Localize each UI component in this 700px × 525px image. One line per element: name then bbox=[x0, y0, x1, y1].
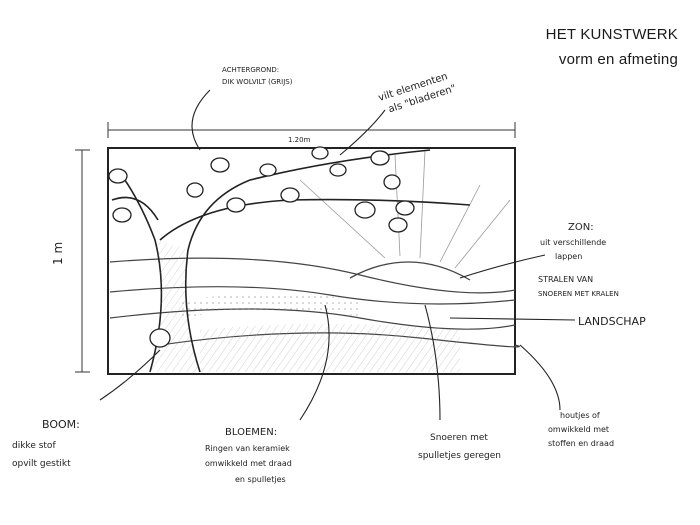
houtjes-line-3: stoffen en draad bbox=[548, 439, 614, 448]
bloemen-title: BLOEMEN: bbox=[225, 427, 277, 438]
annotation-achtergrond: ACHTERGROND: DIK WOLVILT (GRIJS) bbox=[222, 66, 293, 86]
title-line-2: vorm en afmeting bbox=[558, 51, 678, 68]
page-title: HET KUNSTWERK vorm en afmeting bbox=[546, 22, 678, 72]
leader-lines bbox=[99, 89, 576, 421]
annotation-boom: BOOM: dikke stof opvilt gestikt bbox=[12, 418, 80, 469]
annotation-bloemen: BLOEMEN: Ringen van keramiek omwikkeld m… bbox=[205, 427, 292, 484]
annotation-snoeren: Snoeren met spulletjes geregen bbox=[418, 433, 501, 461]
bloemen-line-2: omwikkeld met draad bbox=[205, 459, 292, 468]
boom-line-2: opvilt gestikt bbox=[12, 459, 71, 469]
achtergrond-desc: DIK WOLVILT (GRIJS) bbox=[222, 78, 293, 86]
boom-line-1: dikke stof bbox=[12, 441, 56, 451]
bloemen-line-1: Ringen van keramiek bbox=[205, 444, 290, 453]
width-dimension bbox=[107, 122, 516, 138]
zon-title: ZON: bbox=[568, 222, 594, 233]
annotation-zon: ZON: uit verschillende lappen STRALEN VA… bbox=[538, 222, 619, 298]
dotted-field bbox=[180, 294, 360, 318]
sun-shape bbox=[349, 261, 471, 281]
sun-rays bbox=[299, 149, 511, 269]
width-label: 1.20m bbox=[288, 136, 311, 144]
achtergrond-title: ACHTERGROND: bbox=[222, 66, 279, 74]
snoeren-line-2: spulletjes geregen bbox=[418, 451, 501, 461]
zon-line-3: STRALEN VAN bbox=[538, 275, 593, 284]
zon-line-4: SNOEREN MET KRALEN bbox=[538, 290, 619, 298]
height-label: 1 m bbox=[51, 242, 65, 265]
snoeren-line-1: Snoeren met bbox=[430, 433, 488, 443]
annotation-landschap: LANDSCHAP bbox=[578, 315, 646, 328]
hatched-field bbox=[200, 324, 460, 372]
title-line-1: HET KUNSTWERK bbox=[545, 26, 678, 43]
houtjes-line-1: houtjes of bbox=[560, 411, 600, 420]
bloemen-line-3: en spulletjes bbox=[235, 475, 286, 484]
houtjes-line-2: omwikkeld met bbox=[548, 425, 609, 434]
annotation-vilt: vilt elementen als "bladeren" bbox=[377, 71, 458, 115]
annotation-houtjes: houtjes of omwikkeld met stoffen en draa… bbox=[548, 411, 614, 448]
height-dimension bbox=[75, 149, 90, 373]
boom-title: BOOM: bbox=[42, 418, 80, 431]
felt-leaves bbox=[108, 146, 415, 348]
zon-line-1: uit verschillende bbox=[540, 238, 606, 247]
artwork-frame bbox=[107, 147, 516, 375]
zon-line-2: lappen bbox=[555, 252, 582, 261]
